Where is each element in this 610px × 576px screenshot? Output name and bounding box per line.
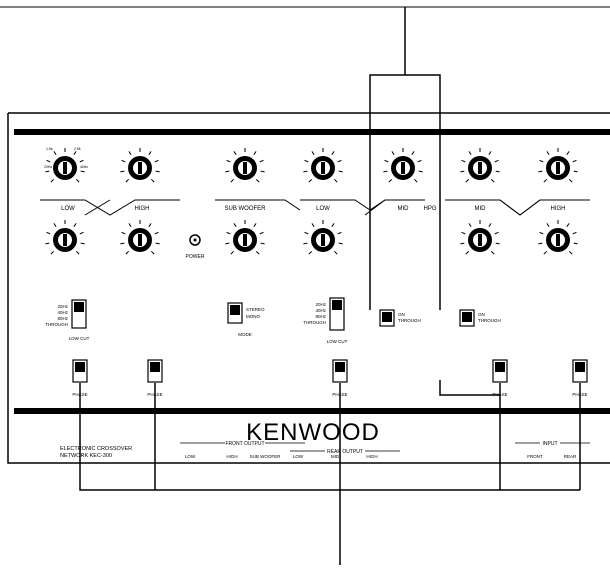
phase-switch-1[interactable] xyxy=(72,359,88,383)
freq-knob-high2[interactable] xyxy=(538,148,578,183)
top-cable xyxy=(369,7,441,310)
freq-knob-mid[interactable] xyxy=(383,148,423,183)
level-knob-low2[interactable] xyxy=(303,220,343,255)
power-label: POWER xyxy=(186,254,205,260)
output-jack-label: LOW xyxy=(293,454,304,459)
label-hpg: HPG xyxy=(423,206,436,212)
power-led-dot xyxy=(193,238,197,242)
low-cut-option: 40Hz xyxy=(57,310,68,315)
sub-bracket xyxy=(215,199,301,211)
label-sub-woofer: SUB WOOFER xyxy=(224,206,266,212)
panel-top-band xyxy=(14,129,610,135)
low-cut-option-2: THROUGH xyxy=(303,320,326,325)
panel-outline xyxy=(7,112,610,464)
low-cut-label-2: LOW CUT xyxy=(327,339,348,344)
mode-option: STEREO xyxy=(246,307,265,312)
freq-knob-low2[interactable] xyxy=(303,148,343,183)
freq-knob-mid2[interactable] xyxy=(460,148,500,183)
low-cut-option-2: 80Hz xyxy=(315,314,326,319)
phase-switch-3[interactable] xyxy=(332,359,348,383)
output-jack-label: MID xyxy=(331,454,340,459)
knob-scale-label: 1.6k xyxy=(46,147,53,151)
input-jack-label: FRONT xyxy=(527,454,543,459)
level-knob-high[interactable] xyxy=(120,220,160,255)
product-label-1: ELECTRONIC CROSSOVER xyxy=(60,446,132,452)
freq-knob-sub-woofer[interactable] xyxy=(225,148,265,183)
bracket-crosses xyxy=(84,199,541,216)
low-mid-bracket xyxy=(300,199,425,211)
knob-layer: 20Hz 4kHz 1.6k 2.5k xyxy=(44,147,578,255)
low-cut-switch[interactable] xyxy=(71,299,87,329)
output-jack-label: SUB WOOFER xyxy=(250,454,282,459)
low-cut-label: LOW CUT xyxy=(69,336,90,341)
phase-switch-5[interactable] xyxy=(572,359,588,383)
low-cut-option-2: 20Hz xyxy=(315,302,326,307)
low-cut-option: 80Hz xyxy=(57,316,68,321)
label-low2: LOW xyxy=(316,206,330,212)
input-label: INPUT xyxy=(543,441,558,447)
phase-switch-4[interactable] xyxy=(492,359,508,383)
phase-switch-2[interactable] xyxy=(147,359,163,383)
knob-scale-label: 20Hz xyxy=(44,165,52,169)
knob-scale-label: 2.5k xyxy=(74,147,81,151)
label-high2: HIGH xyxy=(551,206,566,212)
level-knob-sub-woofer[interactable] xyxy=(225,220,265,255)
low-high-bracket xyxy=(40,199,180,216)
freq-knob-low[interactable] xyxy=(45,148,85,183)
hpf-switch-mid2[interactable] xyxy=(459,309,475,327)
hpf-option-2: THROUGH xyxy=(478,318,501,323)
input-jack-label: REAR xyxy=(564,454,577,459)
brand-logo: KENWOOD xyxy=(246,419,380,446)
label-high: HIGH xyxy=(135,206,150,212)
level-knob-low[interactable] xyxy=(45,220,85,255)
hpf-option: ON xyxy=(398,312,405,317)
front-output-label: FRONT OUTPUT xyxy=(225,441,264,447)
low-cut-option-2: 40Hz xyxy=(315,308,326,313)
mode-label: MODE xyxy=(238,332,252,337)
product-label-2: NETWORK KEC-300 xyxy=(60,453,112,459)
mode-switch[interactable] xyxy=(227,302,243,324)
level-knob-high2[interactable] xyxy=(538,220,578,255)
output-jack-label: HIGH xyxy=(226,454,237,459)
knob-scale-label: 4kHz xyxy=(80,165,88,169)
freq-knob-high[interactable] xyxy=(120,148,160,183)
panel-bottom-band xyxy=(14,408,610,414)
hpf-option: THROUGH xyxy=(398,318,421,323)
jack-label-layer: LOW HIGH SUB WOOFER LOW MID HIGH FRONT REAR xyxy=(185,454,577,459)
power-led xyxy=(189,234,201,246)
low-cut-option: 20Hz xyxy=(57,304,68,309)
hpf-switch-mid[interactable] xyxy=(379,309,395,327)
low-cut-option: THROUGH xyxy=(45,322,68,327)
hpf-option-2: ON xyxy=(478,312,485,317)
label-mid: MID xyxy=(398,206,410,212)
rear-output-label: REAR OUTPUT xyxy=(327,449,363,455)
output-jack-label: LOW xyxy=(185,454,196,459)
label-mid2: MID xyxy=(475,206,487,212)
level-knob-mid2[interactable] xyxy=(460,220,500,255)
cable-bus xyxy=(79,380,581,565)
label-low: LOW xyxy=(61,206,75,212)
mode-option: MONO xyxy=(246,314,260,319)
output-jack-label: HIGH xyxy=(366,454,377,459)
low-cut-switch-2[interactable] xyxy=(329,297,345,331)
